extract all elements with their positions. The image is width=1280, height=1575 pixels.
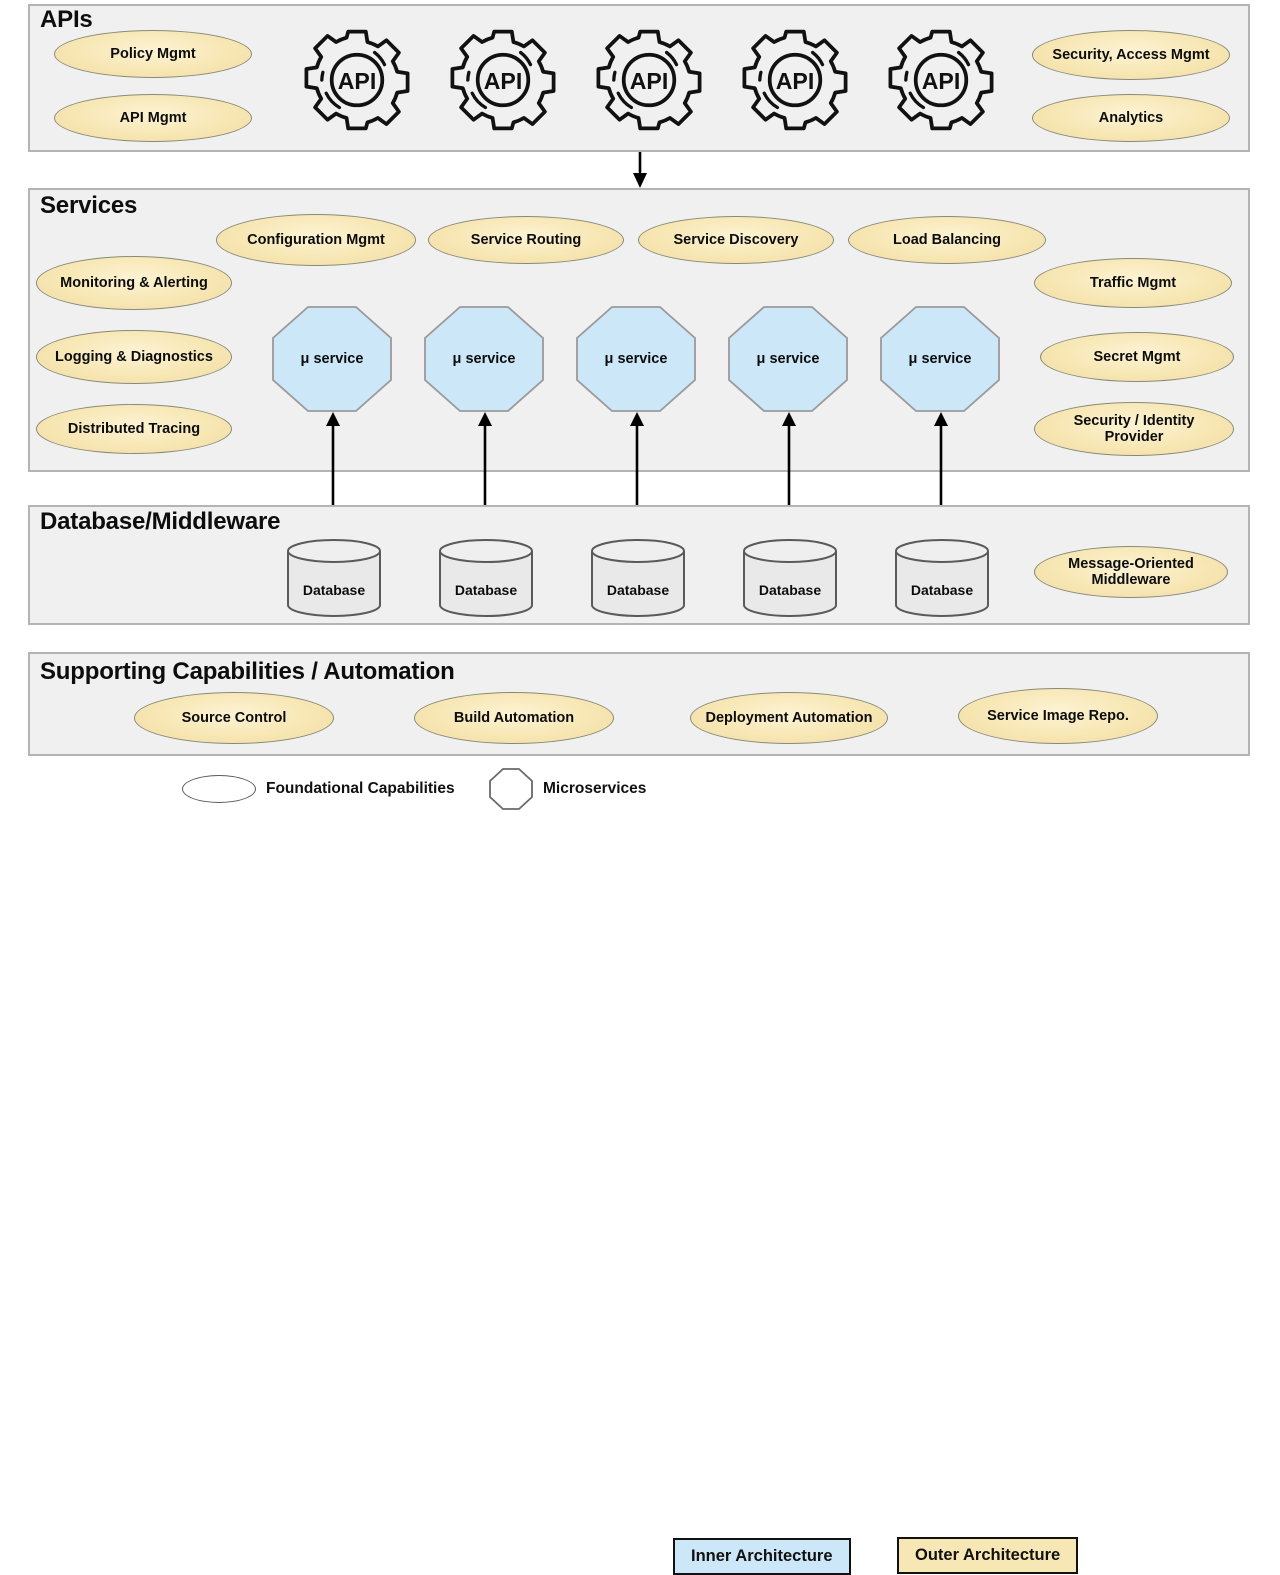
microservice-node[interactable]: μ service [880,306,1000,412]
api-gear-icon: API [302,25,412,135]
capability-message-oriented-middleware[interactable]: Message-Oriented Middleware [1034,546,1228,598]
capability-service-discovery[interactable]: Service Discovery [638,216,834,264]
database-node[interactable]: Database [590,538,686,618]
legend-label: Microservices [543,780,647,797]
section-supporting-capabilities-title: Supporting Capabilities / Automation [40,658,455,685]
microservice-node[interactable]: μ service [576,306,696,412]
ellipse-icon [182,775,256,803]
section-apis-title: APIs [40,6,93,33]
capability-secret-mgmt[interactable]: Secret Mgmt [1040,332,1234,382]
database-node[interactable]: Database [286,538,382,618]
capability-security-access-mgmt[interactable]: Security, Access Mgmt [1032,30,1230,80]
api-gear-icon: API [740,25,850,135]
api-gear-label: API [776,68,815,94]
database-node[interactable]: Database [894,538,990,618]
capability-api-mgmt[interactable]: API Mgmt [54,94,252,142]
capability-source-control[interactable]: Source Control [134,692,334,744]
capability-monitoring-alerting[interactable]: Monitoring & Alerting [36,256,232,310]
api-gear-icon: API [594,25,704,135]
architecture-diagram: APIs Policy Mgmt API Mgmt API API [0,4,1280,1575]
microservice-node[interactable]: μ service [728,306,848,412]
api-gear-label: API [338,68,377,94]
api-gear-label: API [922,68,961,94]
api-gear-label: API [630,68,669,94]
octagon-icon [489,768,533,810]
legend-item-foundational-capabilities[interactable]: Foundational Capabilities [182,775,455,803]
capability-configuration-mgmt[interactable]: Configuration Mgmt [216,214,416,266]
microservice-node[interactable]: μ service [424,306,544,412]
microservice-node[interactable]: μ service [272,306,392,412]
legend-item-outer-architecture[interactable]: Outer Architecture [897,1537,1079,1574]
legend-item-inner-architecture[interactable]: Inner Architecture [673,1538,851,1575]
capability-deployment-automation[interactable]: Deployment Automation [690,692,888,744]
capability-service-image-repo[interactable]: Service Image Repo. [958,688,1158,744]
capability-security-identity-provider[interactable]: Security / Identity Provider [1034,402,1234,456]
section-database-middleware-title: Database/Middleware [40,508,281,535]
capability-traffic-mgmt[interactable]: Traffic Mgmt [1034,258,1232,308]
api-gear-icon: API [886,25,996,135]
capability-load-balancing[interactable]: Load Balancing [848,216,1046,264]
capability-analytics[interactable]: Analytics [1032,94,1230,142]
arrow-apis-to-services [628,152,652,195]
api-gear-label: API [484,68,523,94]
capability-logging-diagnostics[interactable]: Logging & Diagnostics [36,330,232,384]
legend-item-microservices[interactable]: Microservices [489,768,646,810]
capability-policy-mgmt[interactable]: Policy Mgmt [54,30,252,78]
legend: Foundational Capabilities Microservices … [0,765,1280,1575]
section-services-title: Services [40,192,138,219]
database-node[interactable]: Database [438,538,534,618]
capability-build-automation[interactable]: Build Automation [414,692,614,744]
capability-service-routing[interactable]: Service Routing [428,216,624,264]
api-gear-icon: API [448,25,558,135]
legend-label: Foundational Capabilities [266,780,455,797]
database-node[interactable]: Database [742,538,838,618]
capability-distributed-tracing[interactable]: Distributed Tracing [36,404,232,454]
